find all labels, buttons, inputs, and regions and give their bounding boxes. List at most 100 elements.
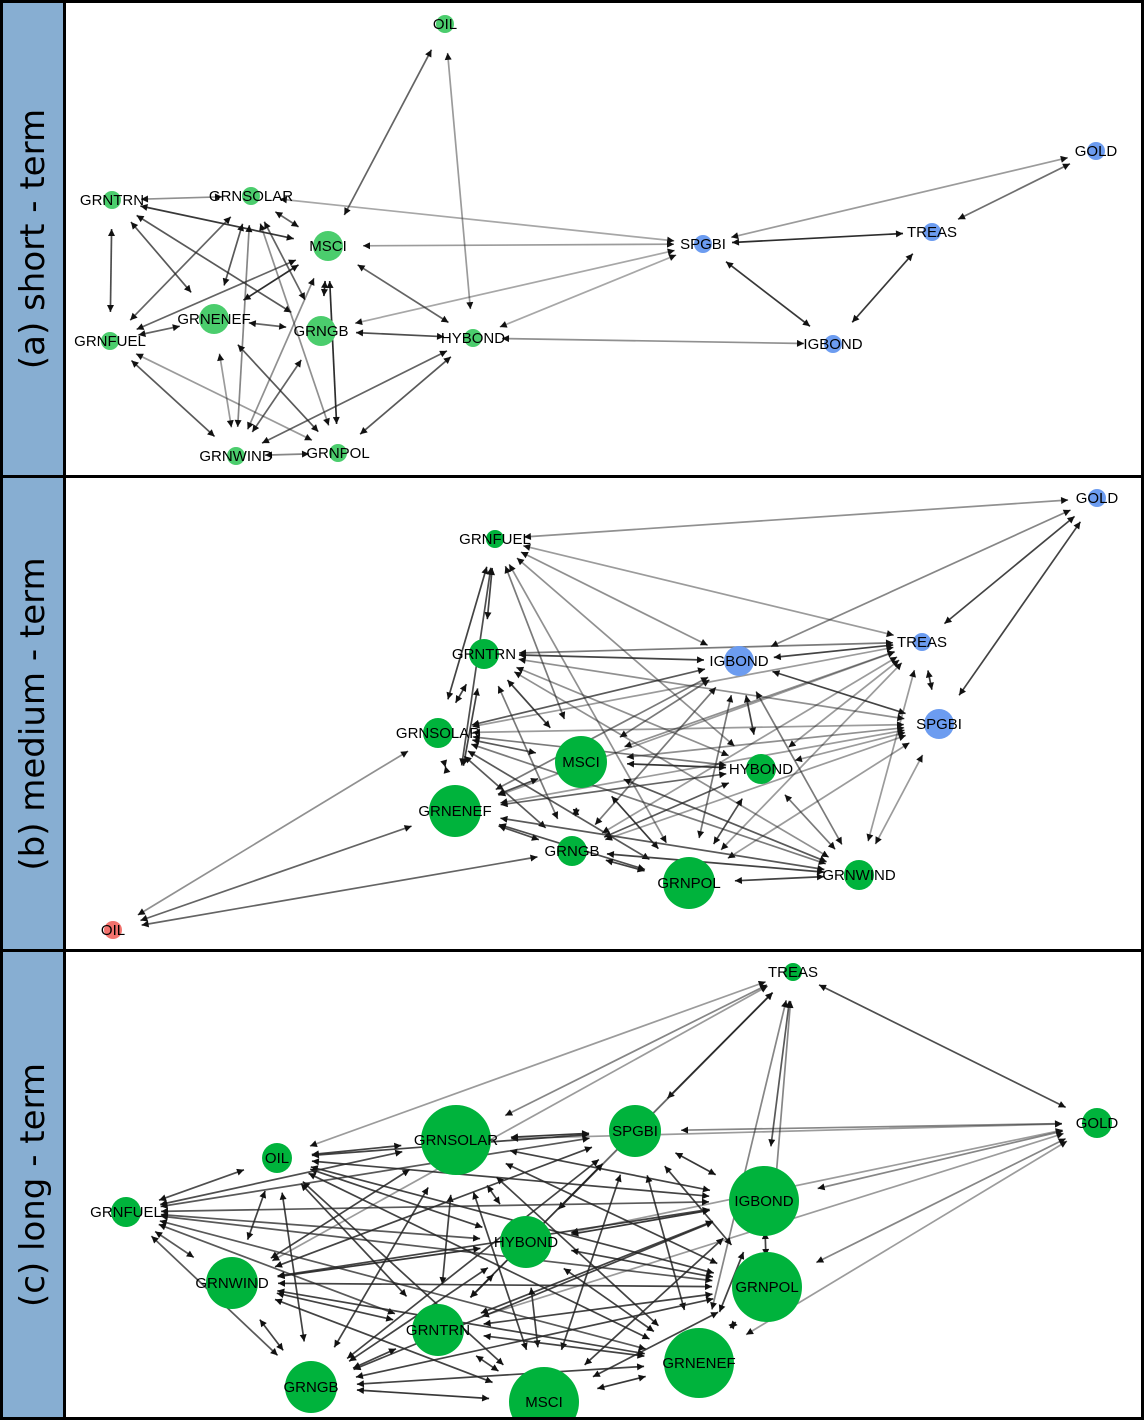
- node-label: MSCI: [309, 238, 347, 255]
- node-circle: [469, 639, 499, 669]
- node-label: IGBOND: [734, 1193, 793, 1210]
- node-label: TREAS: [897, 634, 947, 651]
- edge-grntrn-grngb: [352, 1348, 397, 1369]
- node-label: GRNFUEL: [74, 333, 146, 350]
- node-circle: [329, 444, 347, 462]
- node-label: GRNENEF: [662, 1355, 735, 1372]
- node-circle: [199, 304, 229, 334]
- node-grntrn: GRNTRN: [452, 639, 516, 669]
- edge-oil-hybond: [444, 52, 474, 310]
- node-circle: [227, 447, 245, 465]
- node-igbond: IGBOND: [803, 335, 863, 353]
- edge-gold-igbond: [817, 1129, 1064, 1191]
- node-circle: [285, 1361, 337, 1413]
- node-label: GRNFUEL: [90, 1204, 162, 1221]
- panel-label-bar: (b) medium - term: [3, 478, 66, 949]
- edge-gold-grnpol: [815, 1137, 1067, 1264]
- edge-grnsolar-grnfuel: [129, 216, 232, 321]
- edge-oil-grngb: [279, 1192, 307, 1342]
- node-igbond: IGBOND: [709, 646, 769, 676]
- node-grntrn: GRNTRN: [406, 1304, 470, 1356]
- edge-grnfuel-igbond: [160, 1198, 710, 1215]
- node-circle: [555, 736, 607, 788]
- node-label: GRNWIND: [822, 867, 895, 884]
- edge-grnenef-grnfuel: [138, 324, 180, 337]
- node-grngb: GRNGB: [293, 316, 349, 346]
- edge-grnenef-msci: [597, 1374, 646, 1391]
- edge-spgbi-grnpol: [664, 1165, 733, 1246]
- edge-grnpol-hybond: [359, 356, 452, 435]
- panel-label: (b) medium - term: [13, 556, 53, 871]
- edge-gold-grnfuel: [523, 496, 1069, 541]
- node-circle: [784, 963, 802, 981]
- edge-hybond-igbond: [501, 335, 805, 347]
- node-grnenef: GRNENEF: [418, 785, 492, 837]
- edge-grnsolar-spgbi: [279, 196, 675, 244]
- edge-grnfuel-igbond: [520, 551, 709, 647]
- edge-igbond-treas: [851, 253, 914, 323]
- edge-spgbi-grnwind: [874, 754, 924, 845]
- edge-gold-igbond: [770, 509, 1071, 648]
- edge-layer: [137, 496, 1082, 928]
- network-graph-long-term: TREASGOLDOILGRNSOLARSPGBIGRNFUELIGBONDHY…: [90, 963, 1118, 1417]
- node-grnenef: GRNENEF: [177, 304, 251, 334]
- node-label: GRNSOLAR: [414, 1132, 498, 1149]
- edge-grnenef-grngb: [248, 320, 287, 330]
- node-circle: [913, 633, 931, 651]
- panel-label: (a) short - term: [13, 108, 53, 370]
- edge-msci-spgbi: [362, 240, 675, 250]
- node-circle: [436, 15, 454, 33]
- node-circle: [924, 709, 954, 739]
- edge-layer: [150, 980, 1068, 1402]
- edge-grntrn-grnsolar: [140, 193, 223, 203]
- node-circle: [729, 1166, 799, 1236]
- node-grnfuel: GRNFUEL: [459, 530, 531, 548]
- node-gold: GOLD: [1076, 1108, 1118, 1138]
- edge-gold-spgbi: [958, 521, 1082, 696]
- edge-grnwind-grngb: [259, 1319, 284, 1351]
- node-circle: [500, 1216, 552, 1268]
- node-circle: [429, 785, 481, 837]
- edge-spgbi-igbond: [725, 261, 811, 327]
- node-label: GRNPOL: [657, 875, 720, 892]
- node-circle: [306, 316, 336, 346]
- node-grnfuel: GRNFUEL: [90, 1197, 162, 1227]
- edge-grngb-msci: [356, 1386, 490, 1402]
- node-circle: [103, 191, 121, 209]
- edge-msci-grngb: [320, 280, 329, 297]
- edge-msci-hybond: [626, 760, 727, 771]
- node-circle: [313, 231, 343, 261]
- edge-grngb-hybond: [355, 329, 445, 340]
- node-circle: [423, 718, 453, 748]
- node-grnpol: GRNPOL: [657, 857, 721, 909]
- edge-spgbi-igbond: [674, 1152, 717, 1176]
- edge-hybond-grnpol: [571, 1248, 714, 1280]
- node-grnsolar: GRNSOLAR: [396, 718, 480, 748]
- node-grnwind: GRNWIND: [822, 860, 896, 890]
- edge-oil-grngb: [141, 854, 538, 928]
- node-label: GRNGB: [544, 843, 599, 860]
- edge-grntrn-igbond: [518, 651, 705, 664]
- edge-spgbi-msci: [560, 1174, 622, 1351]
- panel-label-bar: (c) long - term: [3, 952, 66, 1417]
- node-layer: TREASGOLDOILGRNSOLARSPGBIGRNFUELIGBONDHY…: [90, 963, 1118, 1417]
- node-label: OIL: [101, 922, 125, 939]
- node-treas: TREAS: [768, 963, 818, 981]
- edge-treas-gold: [818, 984, 1067, 1109]
- edge-treas-oil: [309, 980, 766, 1148]
- panel-label: (c) long - term: [13, 1062, 53, 1307]
- node-hybond: HYBOND: [494, 1216, 558, 1268]
- node-spgbi: SPGBI: [916, 709, 962, 739]
- edge-grnenef-grngb: [498, 824, 540, 841]
- node-circle: [694, 235, 712, 253]
- node-label: SPGBI: [612, 1123, 658, 1140]
- node-spgbi: SPGBI: [680, 235, 726, 253]
- node-circle: [663, 857, 715, 909]
- edge-grntrn-grnenef: [130, 221, 192, 293]
- edge-spgbi-gold: [731, 155, 1068, 240]
- node-circle: [1088, 489, 1106, 507]
- node-label: GRNPOL: [735, 1279, 798, 1296]
